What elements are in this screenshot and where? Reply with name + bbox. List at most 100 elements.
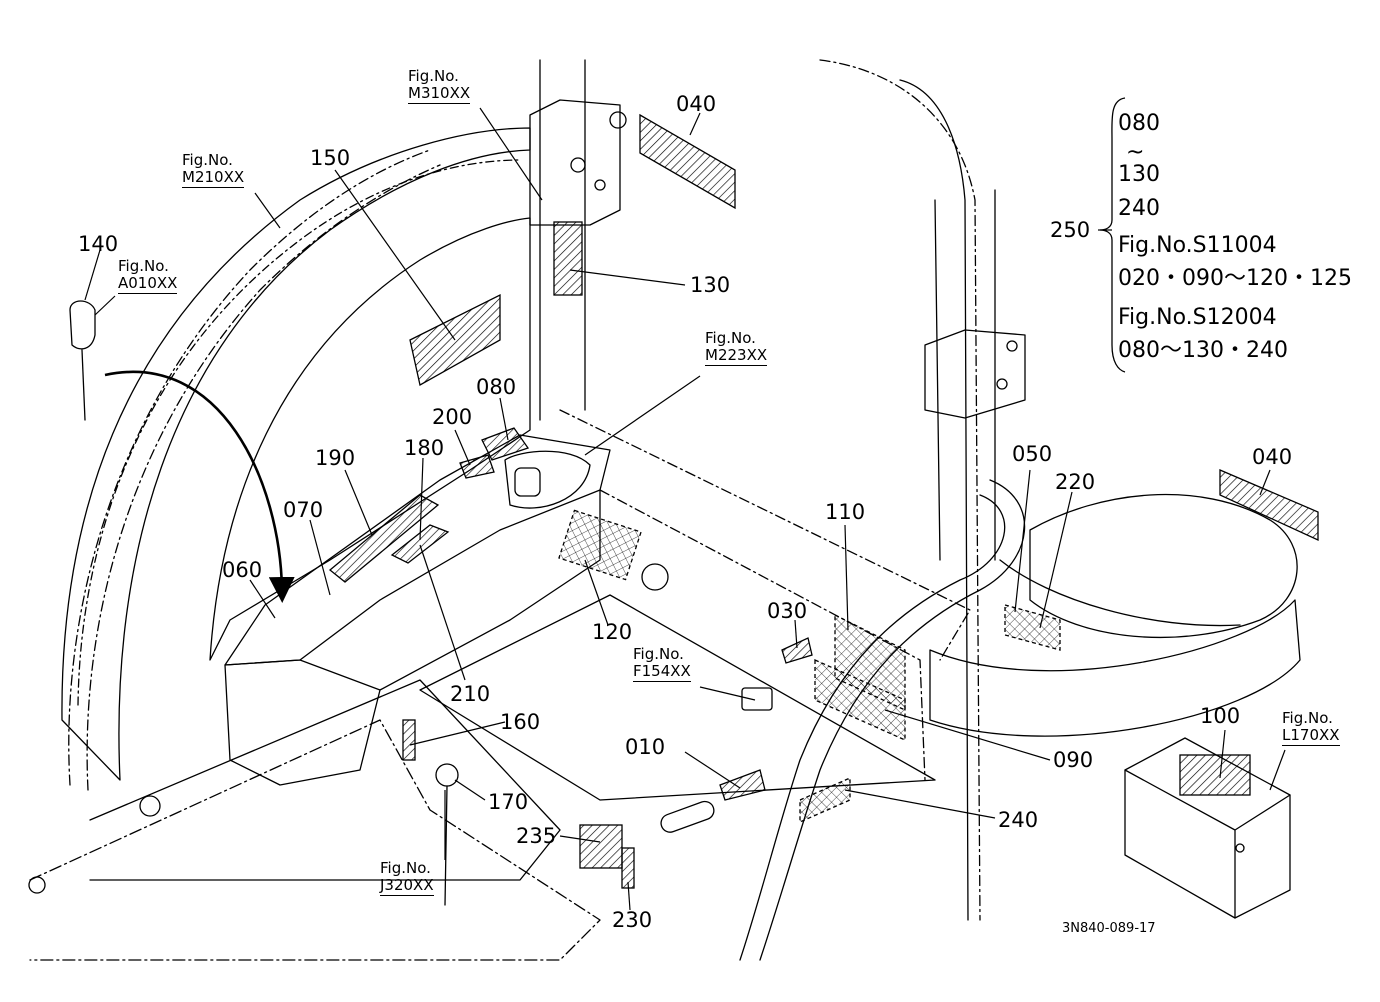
figref-code: L170XX xyxy=(1282,726,1340,746)
right-rops-bar xyxy=(934,199,941,561)
figref-code: M210XX xyxy=(182,168,245,188)
leader-235 xyxy=(559,835,601,843)
knob-140-shaft xyxy=(81,349,86,421)
knob-140 xyxy=(69,300,96,350)
figref-j320: Fig.No. J320XX xyxy=(380,859,434,896)
decal-190 xyxy=(328,494,440,583)
decal-110 xyxy=(834,613,906,712)
set-note-line-8: 080～130・240 xyxy=(1118,338,1288,363)
set-bracket xyxy=(1099,97,1126,373)
right-fender-curve xyxy=(999,559,1241,627)
leader-010 xyxy=(684,751,741,789)
decal-200 xyxy=(459,454,495,479)
decal-030 xyxy=(781,637,813,664)
cover-l170 xyxy=(1124,737,1291,919)
leader-210 xyxy=(419,544,466,681)
label-040-top: 040 xyxy=(676,92,717,116)
decal-235 xyxy=(579,824,623,869)
label-110: 110 xyxy=(825,500,866,524)
leader-230 xyxy=(627,881,631,911)
figref-code: M223XX xyxy=(705,346,768,366)
leader-200 xyxy=(454,429,471,466)
knob-170-shaft xyxy=(444,785,448,906)
leader-080 xyxy=(499,397,509,441)
left-handrail xyxy=(68,149,431,786)
drawing-number: 3N840-089-17 xyxy=(1062,921,1156,936)
label-140: 140 xyxy=(78,232,119,256)
label-050: 050 xyxy=(1012,442,1053,466)
set-note-line-7: Fig.No.S12004 xyxy=(1118,305,1277,330)
label-200: 200 xyxy=(432,405,473,429)
leader-120 xyxy=(584,559,609,626)
cover-bolt xyxy=(1235,843,1245,853)
leader-190 xyxy=(344,469,373,536)
platform-hole xyxy=(139,795,161,817)
label-230: 230 xyxy=(612,908,653,932)
label-070: 070 xyxy=(283,498,324,522)
leader-m210 xyxy=(254,192,281,229)
rops-bracket xyxy=(529,99,621,226)
label-010: 010 xyxy=(625,735,666,759)
figref-caption: Fig.No. xyxy=(118,257,169,275)
label-190: 190 xyxy=(315,446,356,470)
platform-hole xyxy=(641,563,669,591)
platform-frame xyxy=(29,719,601,961)
label-210: 210 xyxy=(450,682,491,706)
leader-a010 xyxy=(94,295,116,316)
leader-040b xyxy=(1259,469,1271,496)
leader-180 xyxy=(419,457,424,541)
decal-050-220 xyxy=(1004,604,1061,651)
right-rops-outer xyxy=(819,59,981,921)
figref-code: F154XX xyxy=(633,662,691,682)
decal-100 xyxy=(1179,754,1251,796)
figref-f154: Fig.No. F154XX xyxy=(633,645,691,682)
leader-070 xyxy=(309,519,331,596)
label-130: 130 xyxy=(690,273,731,297)
figref-caption: Fig.No. xyxy=(380,859,431,877)
right-rops-inner xyxy=(899,79,969,921)
label-250: 250 xyxy=(1050,218,1091,242)
figref-code: M310XX xyxy=(408,84,471,104)
figref-m223: Fig.No. M223XX xyxy=(705,329,768,366)
label-030: 030 xyxy=(767,599,808,623)
left-handrail-inner xyxy=(86,164,441,791)
figref-caption: Fig.No. xyxy=(182,151,233,169)
label-060: 060 xyxy=(222,558,263,582)
label-150: 150 xyxy=(310,146,351,170)
figref-caption: Fig.No. xyxy=(633,645,684,663)
decal-010 xyxy=(719,769,766,801)
label-160: 160 xyxy=(500,710,541,734)
decal-180 xyxy=(390,524,450,564)
set-note-line-6: 020・090～120・125 xyxy=(1118,266,1352,291)
console-grip-slot xyxy=(514,467,541,497)
leader-090 xyxy=(884,709,1051,761)
figref-caption: Fig.No. xyxy=(705,329,756,347)
figref-l170: Fig.No. L170XX xyxy=(1282,709,1340,746)
leader-130 xyxy=(569,269,686,286)
leader-170 xyxy=(454,779,486,801)
figref-m310: Fig.No. M310XX xyxy=(408,67,471,104)
decal-120 xyxy=(558,509,642,581)
label-240: 240 xyxy=(998,808,1039,832)
knob-170 xyxy=(435,763,459,787)
leader-m310 xyxy=(479,107,543,201)
console-front xyxy=(224,659,381,786)
left-fender-shell xyxy=(209,217,531,661)
leader-m223 xyxy=(584,375,701,456)
leader-030 xyxy=(794,619,798,649)
leader-040a xyxy=(689,112,701,136)
leader-060 xyxy=(249,579,276,619)
rops-bolt xyxy=(609,111,627,129)
leader-050 xyxy=(1014,469,1031,613)
right-handrail xyxy=(739,494,1006,961)
set-note-line-2: ~ xyxy=(1126,140,1145,165)
leader-160 xyxy=(409,721,506,746)
figref-caption: Fig.No. xyxy=(1282,709,1333,727)
rops-bolt xyxy=(1006,340,1018,352)
right-fender-outline xyxy=(1029,493,1298,639)
label-100: 100 xyxy=(1200,704,1241,728)
knob-arrow xyxy=(104,370,295,603)
leader-110 xyxy=(844,524,849,631)
set-note-line-4: 240 xyxy=(1118,196,1160,221)
